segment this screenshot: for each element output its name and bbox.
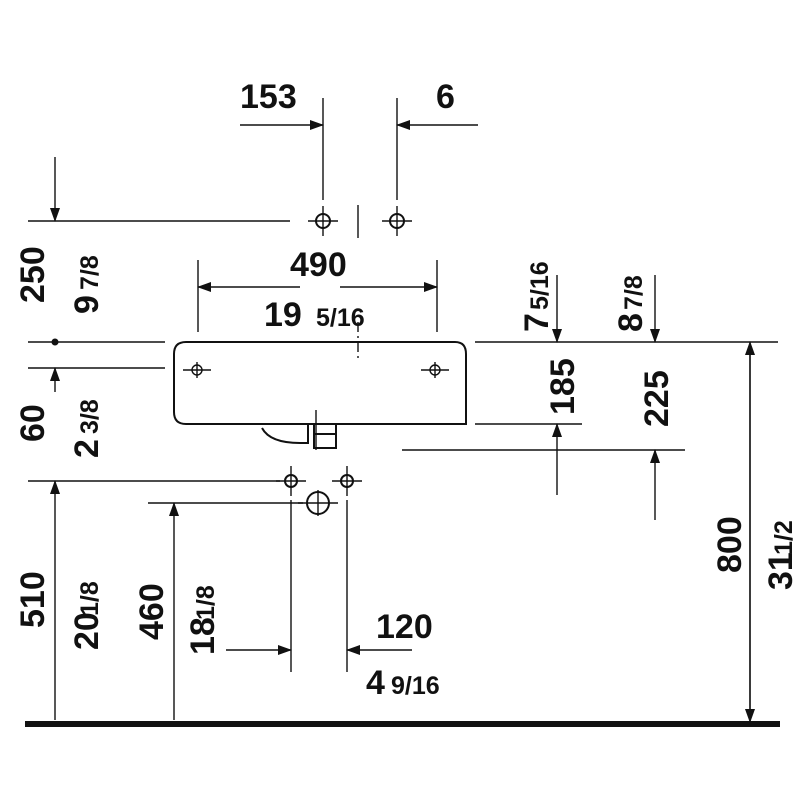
dimension-460-lines (148, 502, 303, 720)
lower-right-connection (332, 466, 362, 496)
dim-510: 510 (14, 571, 52, 628)
dim-20: 20 (68, 612, 106, 650)
dimension-6-lines (396, 98, 478, 200)
dim-18-fraction: 1/8 (192, 585, 220, 620)
dim-8: 8 (612, 313, 650, 332)
waste-outlet (298, 490, 338, 516)
dim-7-fraction: 5/16 (526, 261, 554, 310)
dim-490: 490 (290, 246, 347, 284)
dimension-185-lines (475, 275, 582, 495)
dim-800: 800 (711, 516, 749, 573)
dim-2: 2 (68, 439, 106, 458)
dim-120: 120 (376, 608, 433, 646)
basin-outline (173, 341, 467, 425)
dim-31: 31 (762, 552, 800, 590)
dim-19-fraction: 5/16 (316, 304, 365, 332)
dim-9-fraction: 7/8 (76, 255, 104, 290)
dimension-510-lines (28, 480, 280, 720)
dim-250: 250 (14, 246, 52, 303)
dim-60: 60 (14, 404, 52, 442)
dim-18: 18 (184, 617, 222, 655)
dim-19: 19 (264, 296, 302, 334)
left-mount-hole (183, 362, 211, 378)
dim-31-fraction: 1/2 (770, 520, 798, 555)
dim-6: 6 (436, 78, 455, 116)
dimension-153-lines (240, 98, 324, 200)
dim-460: 460 (133, 583, 171, 640)
top-left-connection (308, 206, 338, 236)
dimension-490-lines (197, 260, 438, 332)
dimension-120-lines (226, 500, 412, 672)
dim-153: 153 (240, 78, 297, 116)
dim-8-fraction: 7/8 (620, 275, 648, 310)
dimension-60-lines (28, 367, 165, 392)
dim-2-fraction: 3/8 (76, 399, 104, 434)
dim-185: 185 (544, 358, 582, 415)
top-right-connection (382, 206, 412, 236)
dim-4: 4 (366, 664, 385, 702)
lower-left-connection (276, 466, 306, 496)
dim-4-fraction: 9/16 (391, 672, 440, 700)
dim-225: 225 (638, 370, 676, 427)
drain-trap (261, 410, 337, 450)
dimension-250-lines (28, 157, 290, 346)
dim-9: 9 (68, 295, 106, 314)
dim-7: 7 (518, 313, 556, 332)
right-mount-hole (421, 362, 449, 378)
dim-20-fraction: 1/8 (76, 581, 104, 616)
dimension-225-lines (402, 275, 685, 520)
